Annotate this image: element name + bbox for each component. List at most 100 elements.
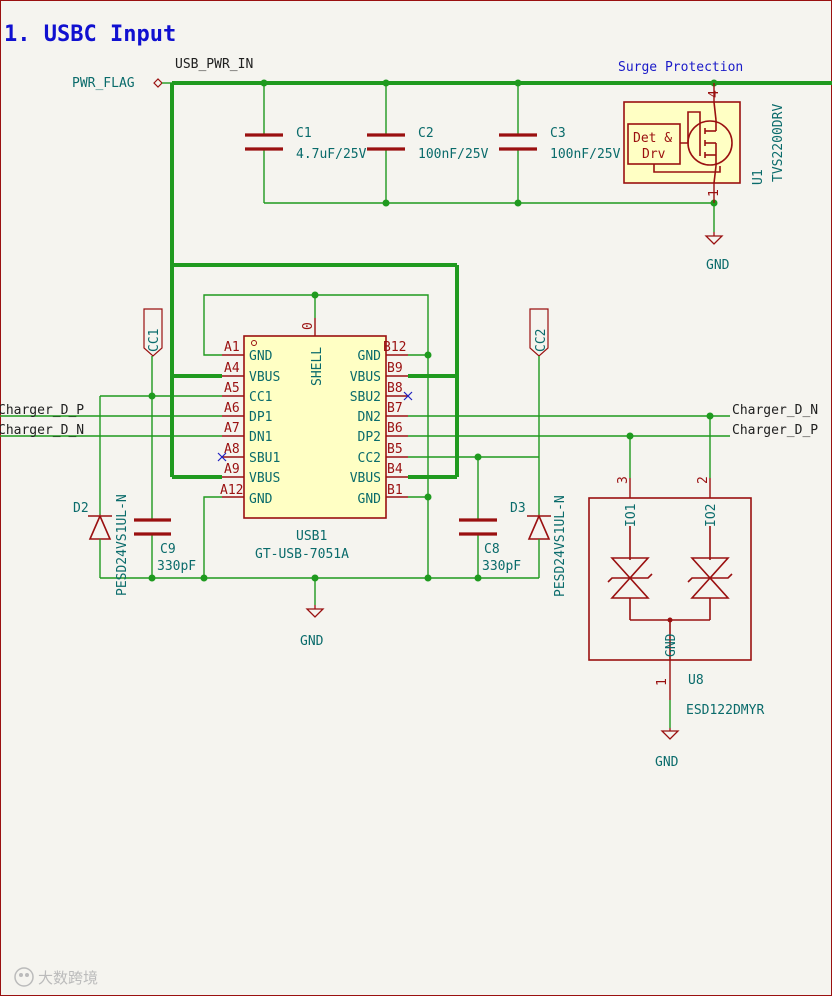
d2-ref: D2 (73, 501, 89, 516)
u8-pin-1: 1 (655, 678, 670, 686)
gnd-label-u8: GND (655, 755, 679, 770)
charger-dp-left-label: Charger_D_P (0, 403, 84, 418)
usb1-shell-num: 0 (301, 322, 316, 330)
usb1-pin-name: SBU1 (249, 451, 280, 466)
usb1-pin-num: A4 (224, 361, 240, 376)
c2-ref: C2 (418, 126, 434, 141)
u8-ref: U8 (688, 673, 704, 688)
u1-block-line1: Det & (633, 131, 672, 146)
u8-io2-name: IO2 (704, 504, 719, 527)
gnd-wiring (100, 291, 539, 618)
c2-value: 100nF/25V (418, 147, 489, 162)
usb1-pin-num: A8 (224, 442, 240, 457)
c1-ref: C1 (296, 126, 312, 141)
usb1-pin-name: CC2 (358, 451, 381, 466)
d3-value: PESD24VS1UL-N (553, 495, 568, 597)
usb1-pin-name: VBUS (350, 370, 381, 385)
usb1-pin-num: A9 (224, 462, 240, 477)
c8-value: 330pF (482, 559, 521, 574)
charger-dn-left-label: Charger_D_N (0, 423, 84, 438)
sheet-title: 1. USBC Input (4, 22, 176, 47)
c1-value: 4.7uF/25V (296, 147, 367, 162)
d3-ref: D3 (510, 501, 526, 516)
usb1-pin-num: A1 (224, 340, 240, 355)
diode-d2 (88, 396, 112, 578)
capacitor-c3 (499, 133, 537, 151)
usb1-pin-num: B9 (387, 361, 403, 376)
usb1-pin-name: GND (249, 349, 273, 364)
no-connect-sbu1 (217, 452, 227, 462)
c9-value: 330pF (157, 559, 196, 574)
gnd-symbol-u1 (704, 203, 724, 245)
usb1-pin-name: DN2 (358, 410, 381, 425)
pwr-flag (153, 78, 172, 88)
d2-value: PESD24VS1UL-N (115, 494, 130, 596)
watermark: 大数跨境 (14, 967, 98, 987)
usb1-pin-name: DP2 (358, 430, 381, 445)
charger-dn-right-label: Charger_D_N (732, 403, 818, 418)
gnd-label-u1: GND (706, 258, 730, 273)
usb1-pin-num: B1 (387, 483, 403, 498)
charger-dp-right-label: Charger_D_P (732, 423, 818, 438)
u8-value: ESD122DMYR (686, 703, 764, 718)
usb1-pin-num: B4 (387, 462, 403, 477)
cc1-net (100, 308, 222, 578)
u1-pin-1: 1 (707, 189, 722, 197)
usb1-pin-name: VBUS (249, 471, 280, 486)
usb1-pin-name: SBU2 (350, 390, 381, 405)
usb1-pin-name: VBUS (350, 471, 381, 486)
bulk-caps-wires (260, 79, 718, 207)
usb1-pin-name: DP1 (249, 410, 272, 425)
usb1-left-pins: A1 GND A4 VBUS A5 CC1 A6 DP1 A7 DN1 A8 S… (220, 340, 280, 507)
cc2-net (408, 308, 549, 578)
no-connect-sbu2 (403, 391, 413, 401)
pwr-flag-label: PWR_FLAG (72, 76, 135, 91)
capacitor-c1 (245, 133, 283, 151)
usb1-ref: USB1 (296, 529, 327, 544)
usb1-pin-name: CC1 (249, 390, 272, 405)
u8-gnd-name: GND (664, 633, 679, 657)
c8-ref: C8 (484, 542, 500, 557)
u1-ref: U1 (751, 169, 766, 185)
usb1-pin-num: A5 (224, 381, 240, 396)
usb1-pin-name: GND (358, 492, 382, 507)
usb1-pin-num: A6 (224, 401, 240, 416)
usb1-pin-name: DN1 (249, 430, 272, 445)
surge-protection-label: Surge Protection (618, 60, 743, 75)
usb1-right-pins: GND B12 VBUS B9 SBU2 B8 DN2 B7 DP2 B6 CC… (350, 340, 407, 507)
capacitor-c2 (367, 133, 405, 151)
u8-pin-2: 2 (696, 476, 711, 484)
watermark-text: 大数跨境 (38, 969, 98, 987)
usb1-pin-name: GND (249, 492, 273, 507)
usb1-pin-name: VBUS (249, 370, 280, 385)
power-rail (170, 81, 832, 479)
usb1-shell-name: SHELL (310, 347, 325, 386)
diode-d3 (527, 513, 551, 578)
c9-ref: C9 (160, 542, 176, 557)
usb1-connector-body (222, 318, 408, 519)
cc2-flag-label: CC2 (534, 329, 549, 352)
usb1-pin-num: A7 (224, 421, 240, 436)
usb1-pin-num: B5 (387, 442, 403, 457)
usb-pwr-in-label: USB_PWR_IN (175, 57, 253, 72)
c3-ref: C3 (550, 126, 566, 141)
cc1-flag-label: CC1 (147, 329, 162, 352)
usb1-pin-num: A12 (220, 483, 243, 498)
data-lines (0, 412, 730, 440)
u1-block-line2: Drv (642, 147, 666, 162)
u1-tvs-symbol (623, 83, 741, 203)
c3-value: 100nF/25V (550, 147, 621, 162)
usb1-pin-num: B8 (387, 381, 403, 396)
usb1-pin-num: B6 (387, 421, 403, 436)
usb1-pin-num: B12 (383, 340, 406, 355)
u8-pin-3: 3 (616, 476, 631, 484)
u8-esd-symbol (588, 416, 752, 740)
u1-pin-4: 4 (707, 90, 722, 98)
u8-io1-name: IO1 (624, 504, 639, 527)
usb1-pin-num: B7 (387, 401, 403, 416)
usb1-pin-name: GND (358, 349, 382, 364)
usb1-value: GT-USB-7051A (255, 547, 349, 562)
gnd-label-usb: GND (300, 634, 324, 649)
u1-value: TVS2200DRV (771, 104, 786, 182)
